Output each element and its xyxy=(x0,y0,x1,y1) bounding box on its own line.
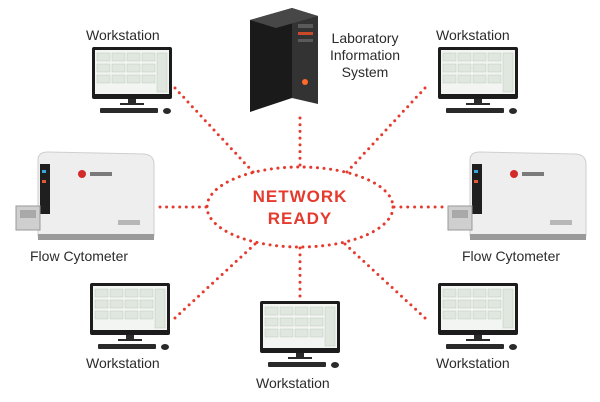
link-ws-bottom-center xyxy=(298,246,302,298)
link-ws-bottom-right xyxy=(343,242,427,320)
label-cytometer-right: Flow Cytometer xyxy=(462,248,561,264)
workstation-top-right xyxy=(434,47,528,124)
flow-cytometer-instrument-icon xyxy=(15,151,155,240)
link-ws-top-left xyxy=(173,86,255,174)
hub-label: NETWORK READY xyxy=(220,186,380,230)
workstation-bottom-center xyxy=(256,301,350,378)
link-ws-bottom-left xyxy=(173,242,257,320)
label-workstation-bottom-left: Workstation xyxy=(86,355,160,371)
flow-cytometer-instrument-icon xyxy=(447,151,587,240)
hub-label-line1: NETWORK xyxy=(252,187,348,206)
label-workstation-bottom-center: Workstation xyxy=(256,375,330,391)
label-workstation-bottom-right: Workstation xyxy=(436,355,510,371)
server-tower-icon xyxy=(250,8,318,112)
workstation-bottom-right xyxy=(434,283,528,360)
label-lis: Laboratory Information System xyxy=(329,30,401,80)
link-ws-top-right xyxy=(345,86,427,174)
workstation-top-left xyxy=(88,47,182,124)
label-cytometer-left: Flow Cytometer xyxy=(30,248,129,264)
workstation-bottom-left xyxy=(86,283,180,360)
link-cytometer-left xyxy=(158,205,208,209)
link-lis xyxy=(298,116,302,167)
hub-label-line2: READY xyxy=(267,209,333,228)
link-cytometer-right xyxy=(392,205,444,209)
hub-ellipse xyxy=(205,165,395,249)
label-workstation-top-right: Workstation xyxy=(436,27,510,43)
label-workstation-top-left: Workstation xyxy=(86,27,160,43)
